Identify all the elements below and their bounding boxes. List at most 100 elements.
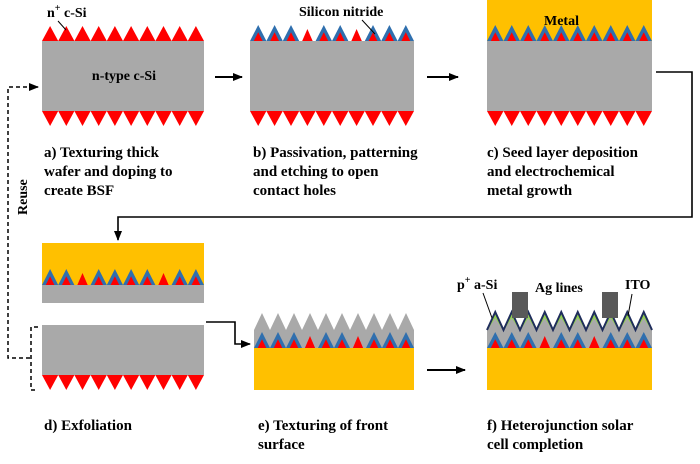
panel-b-bottom-red-row <box>250 111 414 126</box>
step-a-caption: a) Texturing thick wafer and doping to cre… <box>44 145 173 199</box>
caption-line: surface <box>258 437 305 453</box>
caption-line: d) Exfoliation <box>44 418 133 434</box>
doped-pyramid <box>110 276 120 285</box>
doped-pyramid <box>556 339 566 348</box>
caption-line: e) Texturing of front <box>258 418 388 434</box>
caption-line: and etching to open <box>253 164 379 180</box>
doped-pyramid <box>126 276 136 285</box>
caption-line: b) Passivation, patterning <box>253 145 418 161</box>
step-e-caption: e) Texturing of front surface <box>258 418 388 453</box>
reuse-loop-arrow <box>7 83 39 359</box>
doped-pyramid <box>319 32 329 41</box>
doped-pyramid <box>270 32 280 41</box>
open-contact-pyramid <box>304 336 316 348</box>
doped-pyramid <box>337 339 347 348</box>
panel-f-metal-layer <box>487 348 652 390</box>
caption-line: a) Texturing thick <box>44 145 160 161</box>
panel-e-nitride-pyramids <box>254 332 414 348</box>
panel-d-nitride-pyramids <box>42 269 204 285</box>
doped-pyramid <box>289 339 299 348</box>
panel-d-silicon-body <box>42 325 204 375</box>
doped-pyramid <box>606 339 616 348</box>
panel-c-nitride-pyramids <box>487 25 652 41</box>
ito-pointer-line <box>627 293 633 317</box>
doped-pyramid <box>286 32 296 41</box>
arrow-d-to-e <box>206 321 251 348</box>
doped-pyramid <box>639 32 649 41</box>
silicon-nitride-pointer-line <box>361 19 376 35</box>
open-contact-pyramid <box>539 336 551 348</box>
panel-d-bottom-red-row <box>42 375 204 390</box>
doped-pyramid <box>507 339 517 348</box>
metal-label: Metal <box>544 14 579 29</box>
open-contact-pyramid <box>302 29 313 41</box>
doped-pyramid <box>490 339 500 348</box>
panel-f-wafer <box>486 292 653 390</box>
doped-pyramid <box>401 32 411 41</box>
doped-pyramid <box>573 32 583 41</box>
reuse-label: Reuse <box>16 179 31 215</box>
open-contact-pyramid <box>352 336 364 348</box>
doped-pyramid <box>273 339 283 348</box>
doped-pyramid <box>622 339 632 348</box>
doped-pyramid <box>385 339 395 348</box>
step-c-caption: c) Seed layer deposition and electrochemi… <box>487 145 639 199</box>
doped-pyramid <box>639 339 649 348</box>
doped-pyramid <box>523 32 533 41</box>
n-type-csi-label: n-type c-Si <box>92 69 156 84</box>
caption-line: f) Heterojunction solar <box>487 418 634 434</box>
p-plus-pointer-line <box>482 292 493 319</box>
doped-pyramid <box>321 339 331 348</box>
panel-a-bottom-red-row <box>42 111 204 126</box>
doped-pyramid <box>191 276 201 285</box>
ag-line-1 <box>512 292 528 318</box>
panel-b-wafer <box>250 25 414 126</box>
ag-lines-label: Ag lines <box>535 281 583 296</box>
ito-label: ITO <box>625 278 651 293</box>
panel-b-nitride-pyramids <box>250 25 414 41</box>
doped-pyramid <box>622 32 632 41</box>
doped-pyramid <box>606 32 616 41</box>
caption-line: metal growth <box>487 183 573 199</box>
doped-pyramid <box>175 276 185 285</box>
step-f-caption: f) Heterojunction solar cell completion <box>487 418 634 453</box>
panel-d-bracket <box>30 326 38 391</box>
doped-pyramid <box>573 339 583 348</box>
doped-pyramid <box>490 32 500 41</box>
arrow-c-to-d <box>114 71 693 241</box>
p-plus-asi-label: p+ a-Si <box>457 275 497 293</box>
doped-pyramid <box>507 32 517 41</box>
caption-line: create BSF <box>44 183 114 199</box>
doped-pyramid <box>335 32 345 41</box>
panel-c-wafer <box>487 0 652 126</box>
doped-pyramid <box>556 32 566 41</box>
ag-line-2 <box>602 292 618 318</box>
step-d-caption: d) Exfoliation <box>44 418 133 434</box>
doped-pyramid <box>540 32 550 41</box>
doped-pyramid <box>401 339 411 348</box>
n-plus-pointer-line <box>57 20 67 31</box>
caption-line: cell completion <box>487 437 584 453</box>
panel-c-silicon-body <box>487 41 652 111</box>
doped-pyramid <box>369 339 379 348</box>
doped-pyramid <box>523 339 533 348</box>
panel-e-textured-top <box>254 313 414 330</box>
caption-line: contact holes <box>253 183 336 199</box>
caption-line: wafer and doping to <box>44 164 173 180</box>
doped-pyramid <box>368 32 378 41</box>
panel-d-thin-silicon <box>42 285 204 303</box>
silicon-nitride-label: Silicon nitride <box>299 5 383 20</box>
doped-pyramid <box>94 276 104 285</box>
panel-a-silicon-body <box>42 41 204 111</box>
doped-pyramid <box>45 276 55 285</box>
doped-pyramid <box>589 32 599 41</box>
caption-line: c) Seed layer deposition <box>487 145 639 161</box>
doped-pyramid <box>253 32 263 41</box>
doped-pyramid <box>61 276 71 285</box>
panel-a-top-red-row <box>42 26 204 41</box>
step-b-caption: b) Passivation, patterning and etching to… <box>253 145 418 199</box>
caption-line: and electrochemical <box>487 164 615 180</box>
panel-b-silicon-body <box>250 41 414 111</box>
